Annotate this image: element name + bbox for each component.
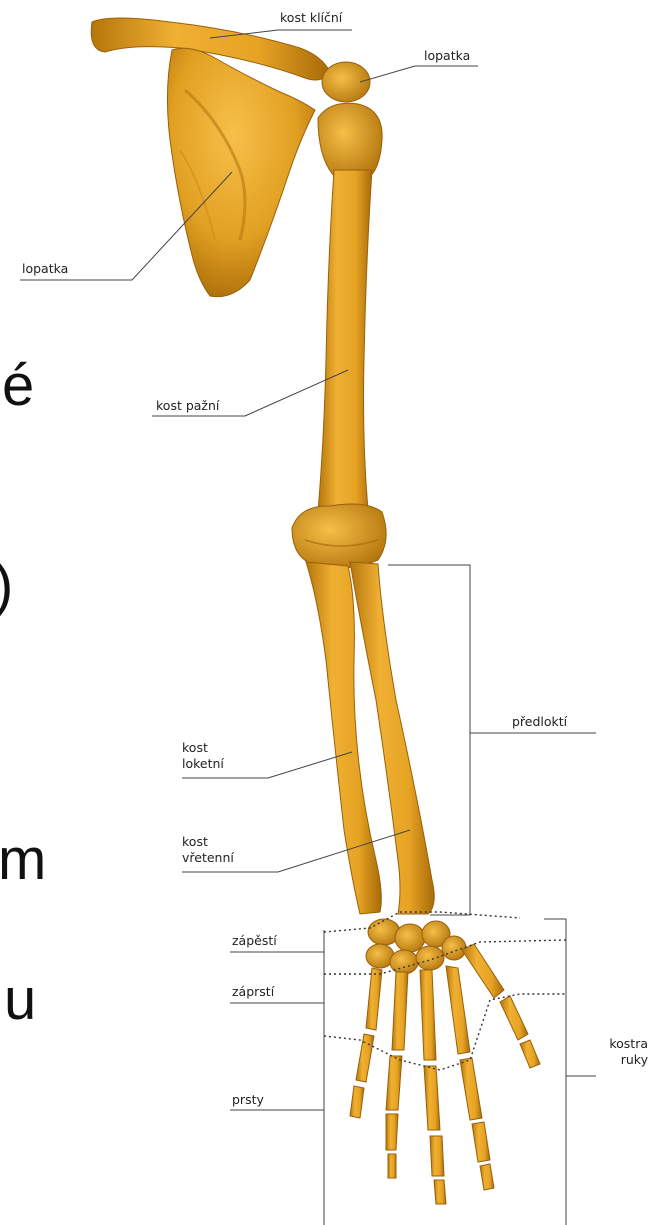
wrist-label: zápěstí <box>232 933 277 948</box>
radius-label-line1: kost <box>182 834 208 849</box>
forearm-label: předloktí <box>512 714 567 729</box>
ulna-label-line1: kost <box>182 740 208 755</box>
fingers-label: prsty <box>232 1092 264 1107</box>
cropped-text-2: ) <box>0 556 13 616</box>
shoulder-joint <box>322 62 370 102</box>
radius-label-line2: vřetenní <box>182 850 234 865</box>
metacarpus-label: záprstí <box>232 984 274 999</box>
humerus-bone <box>318 170 372 512</box>
hand-label-line2: ruky <box>596 1052 648 1067</box>
cropped-text-4: u <box>4 970 36 1030</box>
humerus-head <box>318 103 382 178</box>
finger-bones <box>350 944 540 1204</box>
ulna-label-line2: loketní <box>182 756 224 771</box>
humerus-label: kost pažní <box>156 398 219 413</box>
hand-label-line1: kostra <box>596 1036 648 1051</box>
scapula-top-label: lopatka <box>424 48 470 63</box>
scapula-left-label: lopatka <box>22 261 68 276</box>
leader-lines <box>20 30 596 1225</box>
clavicle-label: kost klíční <box>280 10 342 25</box>
carpal-bones <box>366 919 466 974</box>
elbow-joint <box>292 504 386 568</box>
cropped-text-3: m <box>0 830 46 890</box>
cropped-text-1: é <box>2 356 34 416</box>
